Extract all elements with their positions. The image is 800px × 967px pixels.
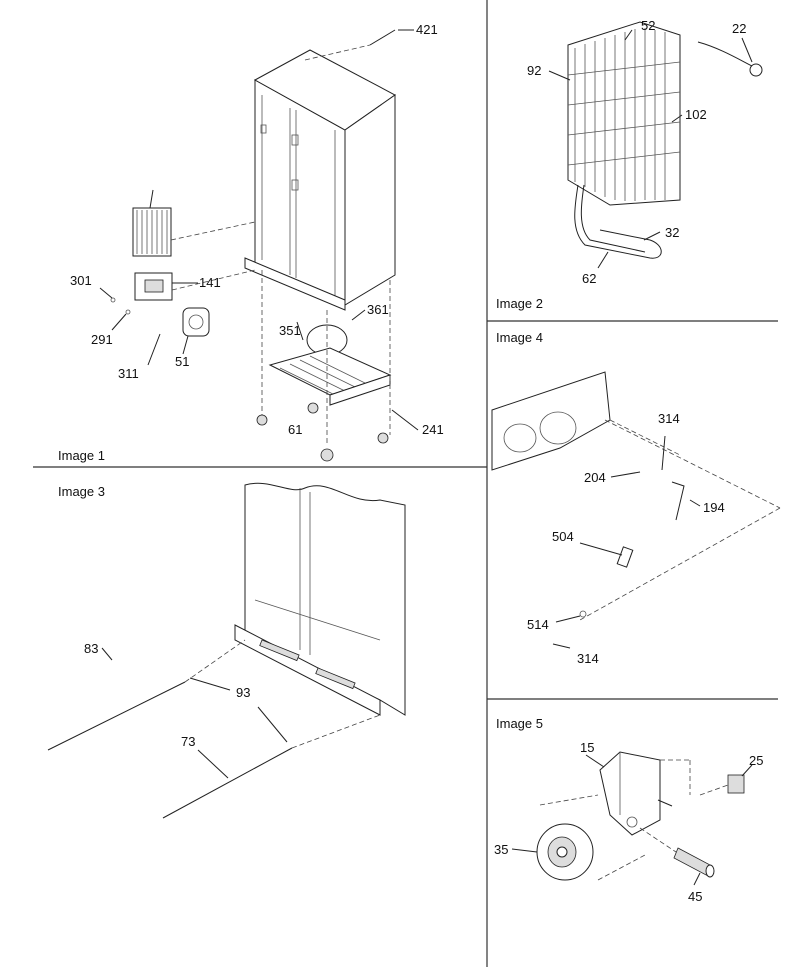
caption-image-5: Image 5: [496, 716, 543, 731]
part-label: 301: [70, 273, 92, 288]
caption-image-1: Image 1: [58, 448, 105, 463]
part-label: 61: [288, 422, 302, 437]
part-label: 45: [688, 889, 702, 904]
part-label: 314: [577, 651, 599, 666]
part-label: 141: [199, 275, 221, 290]
image-1-cabinet-assembly: [99, 29, 419, 462]
part-label: 194: [703, 500, 725, 515]
caption-image-4: Image 4: [496, 330, 543, 345]
part-label: 62: [582, 271, 596, 286]
image-2-evaporator-assembly: [548, 21, 763, 269]
part-label: 102: [685, 107, 707, 122]
part-label: 52: [641, 18, 655, 33]
part-label: 93: [236, 685, 250, 700]
part-label: 361: [367, 302, 389, 317]
part-label: 351: [279, 323, 301, 338]
panel-dividers: [33, 0, 778, 967]
part-label: 83: [84, 641, 98, 656]
part-label: 22: [732, 21, 746, 36]
part-label: 504: [552, 529, 574, 544]
part-label: 15: [580, 740, 594, 755]
part-label: 92: [527, 63, 541, 78]
part-label: 32: [665, 225, 679, 240]
image-3-cabinet-rear-view: [47, 482, 406, 819]
part-label: 51: [175, 354, 189, 369]
part-label: 314: [658, 411, 680, 426]
part-label: 514: [527, 617, 549, 632]
part-labels: 421 301 141 291 361 351 311 51 61 241 22…: [70, 18, 763, 904]
part-label: 241: [422, 422, 444, 437]
part-label: 25: [749, 753, 763, 768]
image-5-roller-assembly: [511, 751, 753, 886]
part-label: 421: [416, 22, 438, 37]
caption-image-2: Image 2: [496, 296, 543, 311]
part-label: 35: [494, 842, 508, 857]
part-label: 311: [118, 366, 139, 381]
image-4-drain-assembly: [491, 371, 781, 649]
caption-image-3: Image 3: [58, 484, 105, 499]
part-label: 73: [181, 734, 195, 749]
part-label: 291: [91, 332, 113, 347]
part-label: 204: [584, 470, 606, 485]
